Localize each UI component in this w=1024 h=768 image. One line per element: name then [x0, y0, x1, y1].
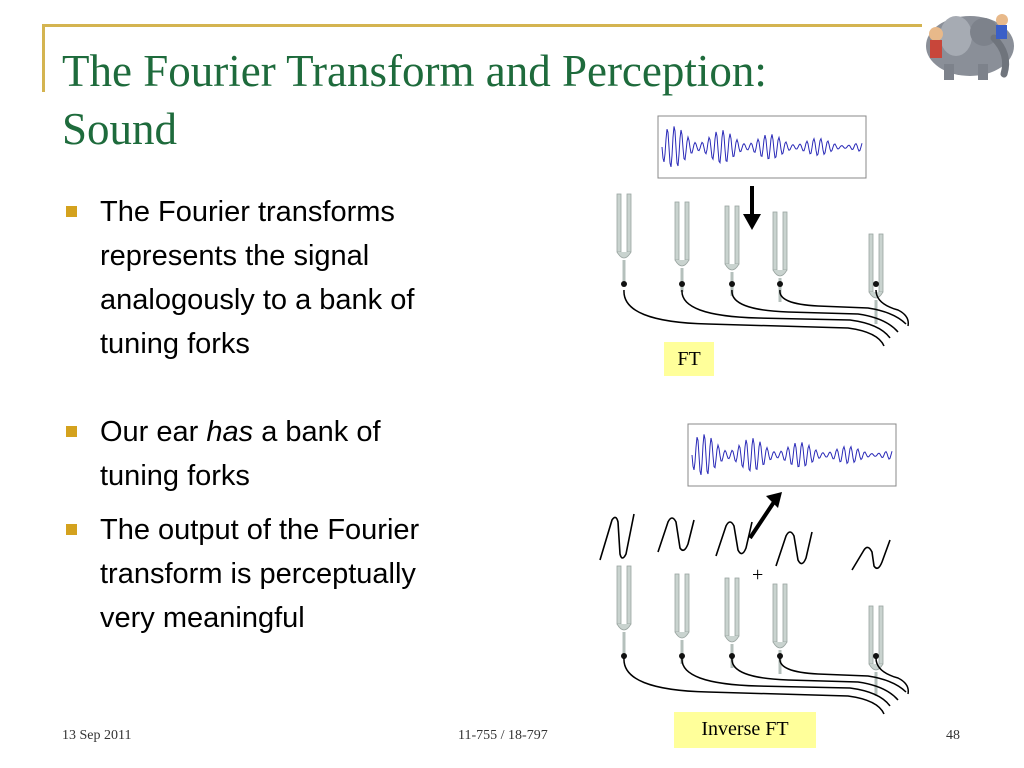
footer-page-number: 48 [946, 728, 960, 743]
footer-date: 13 Sep 2011 [62, 728, 132, 743]
bullet-line: The Fourier transforms [100, 196, 395, 228]
waveform-plot-top [657, 115, 867, 179]
bullet-line: tuning forks [100, 328, 250, 360]
bullet-line: transform is perceptually [100, 558, 416, 590]
top-frame-line [42, 24, 922, 27]
title-line-1: The Fourier Transform and Perception: [62, 46, 767, 96]
tuning-forks-top [616, 193, 910, 347]
bullet-line: very meaningful [100, 602, 305, 634]
bullet-line: The output of the Fourier [100, 514, 420, 546]
sine-wave [599, 513, 635, 561]
bullet-item: Our ear has a bank of tuning forks [62, 410, 540, 498]
tuning-fork-icon [616, 193, 632, 287]
bullet-marker [66, 426, 77, 437]
tuning-fork-icon [724, 577, 740, 668]
sine-wave [775, 531, 813, 567]
down-arrow-icon [743, 186, 761, 230]
sine-waves [599, 513, 891, 571]
left-frame-line [42, 24, 45, 92]
bullet-item: The Fourier transforms represents the si… [62, 190, 540, 366]
bullet-text: a bank of [253, 416, 381, 448]
bullet-marker [66, 524, 77, 535]
ft-label: FT [664, 342, 714, 376]
inverse-ft-label: Inverse FT [674, 712, 816, 748]
waveform-signal [691, 434, 893, 476]
bullet-marker [66, 206, 77, 217]
slide-title: The Fourier Transform and Perception: So… [62, 42, 922, 158]
tuning-fork-icon [868, 605, 884, 696]
bullet-text: Our ear [100, 416, 207, 448]
up-arrow-icon [748, 492, 782, 540]
bullet-emphasis: has [206, 416, 254, 448]
tuning-fork-icon [674, 201, 690, 292]
fork-group [616, 565, 884, 696]
tuning-fork-icon [772, 211, 788, 302]
sine-wave [657, 517, 695, 553]
tuning-fork-icon [616, 565, 632, 659]
sine-wave [715, 521, 753, 557]
bullet-item: The output of the Fourier transform is p… [62, 508, 540, 640]
elephant-logo [926, 14, 1014, 80]
title-line-2: Sound [62, 104, 178, 154]
plus-sign: + [752, 564, 764, 586]
tuning-forks-bottom [616, 565, 910, 715]
footer-course: 11-755 / 18-797 [458, 728, 548, 743]
tuning-fork-icon [724, 205, 740, 296]
tuning-fork-icon [674, 573, 690, 664]
waveform-plot-bottom [687, 423, 897, 487]
bullet-line: tuning forks [100, 460, 250, 492]
tuning-fork-icon [868, 233, 884, 324]
bullet-line: Our ear has a bank of [100, 410, 540, 454]
sine-wave [851, 539, 891, 571]
bullet-line: analogously to a bank of [100, 284, 415, 316]
waveform-signal [661, 126, 863, 168]
fork-wires [623, 657, 910, 715]
bullet-line: represents the signal [100, 240, 370, 272]
fork-wires [623, 289, 910, 347]
